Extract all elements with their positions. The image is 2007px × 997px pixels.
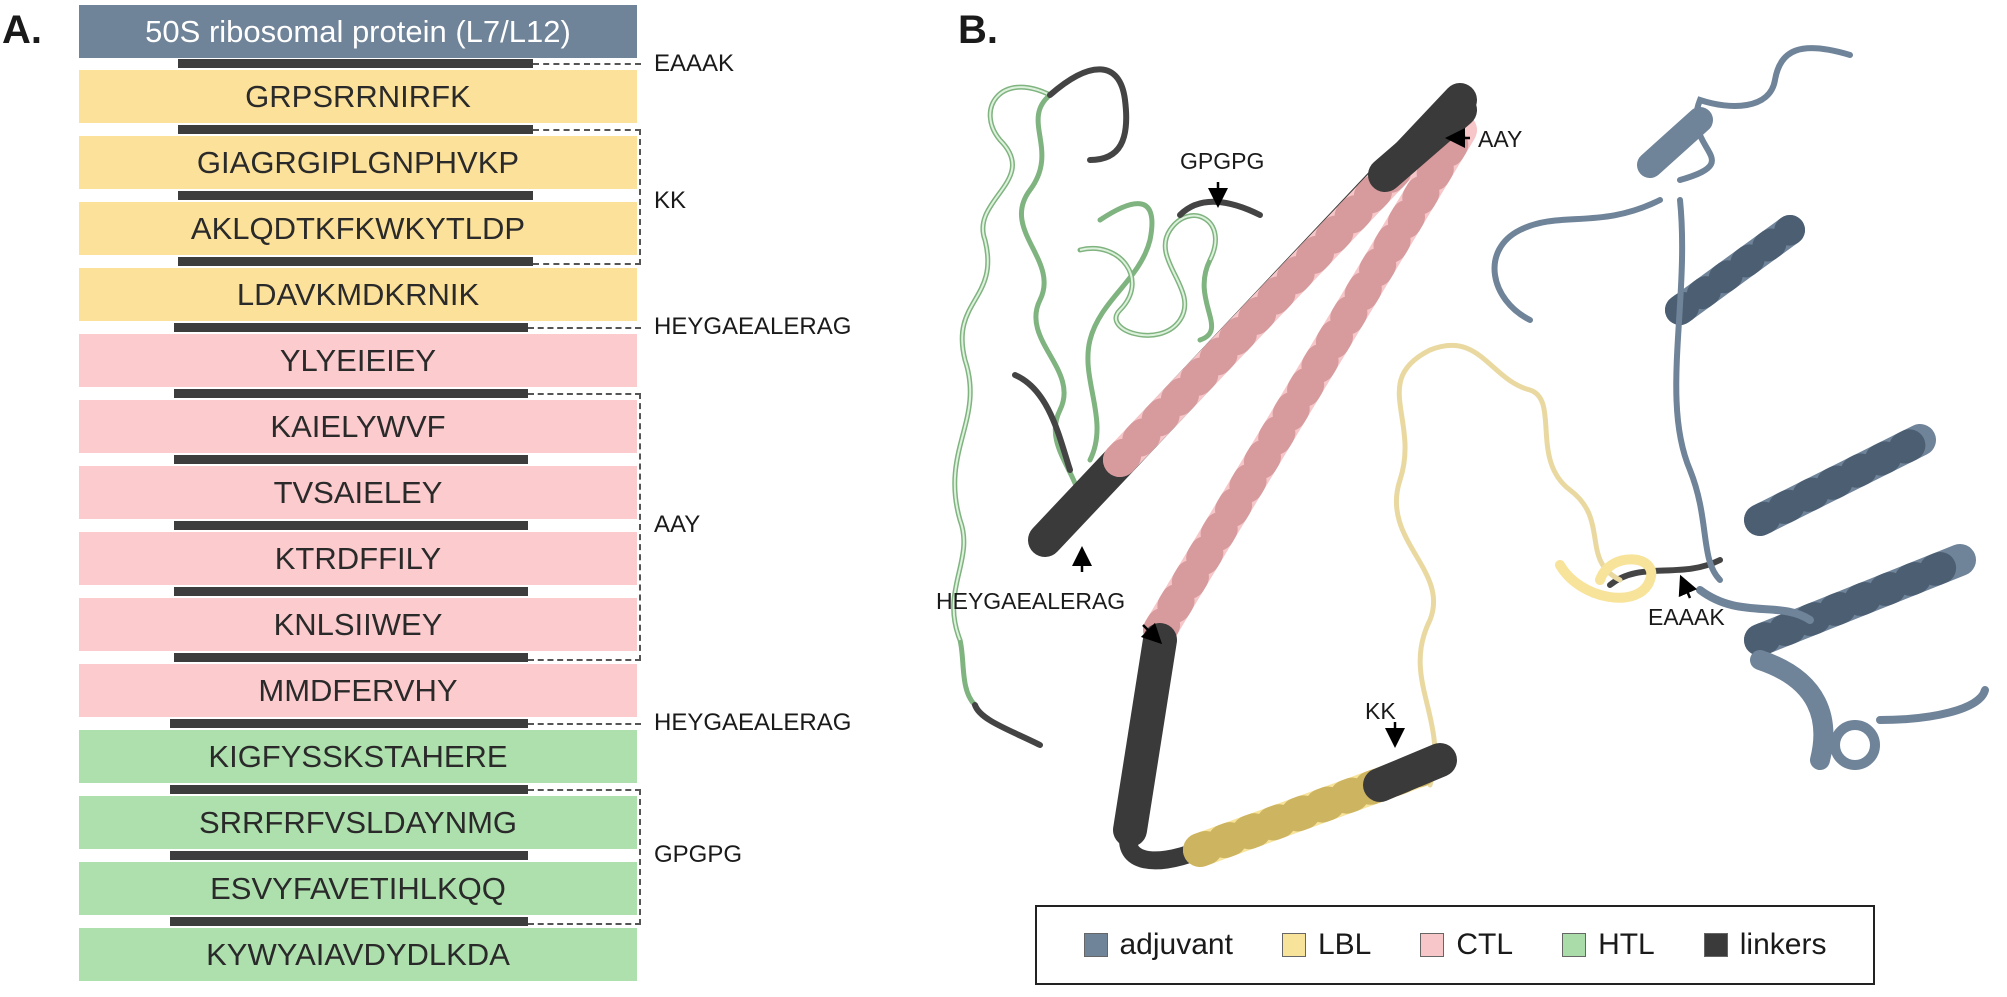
- legend-item-adjuvant: adjuvant: [1083, 928, 1233, 962]
- linker-bar-aay-3: [174, 521, 528, 530]
- legend-label-lbl: LBL: [1317, 928, 1372, 961]
- linker-label-heygaealerag-1: HEYGAEALERAG: [654, 313, 852, 340]
- lbl-region: [1183, 342, 1657, 867]
- legend-item-lbl: LBL: [1281, 928, 1372, 962]
- legend-swatch-lbl: [1281, 933, 1306, 957]
- legend-item-ctl: CTL: [1420, 928, 1513, 962]
- adjuvant-structure: [1491, 45, 1989, 770]
- connector-heygaealerag-2: [528, 723, 641, 725]
- connector-eaaak: [533, 63, 641, 65]
- annotation-arrows: [1072, 128, 1698, 748]
- block-htl-3: ESVYFAVETIHLKQQ: [79, 862, 637, 915]
- block-ctl-2: KAIELYWVF: [79, 400, 637, 453]
- legend-item-linkers: linkers: [1703, 928, 1827, 962]
- block-ctl-6: MMDFERVHY: [79, 664, 637, 717]
- linker-label-eaaak: EAAAK: [654, 50, 735, 77]
- linker-bar-kk-2: [178, 191, 533, 200]
- htl-coil-inner: [952, 86, 1217, 641]
- linker-bar-heygaealerag-1: [174, 323, 528, 332]
- legend-swatch-adjuvant: [1083, 933, 1108, 957]
- linker-bar-kk-1: [178, 125, 533, 134]
- bracket-aay: [528, 393, 641, 661]
- block-lbl-3: AKLQDTKFKWKYTLDP: [79, 202, 637, 255]
- linker-bar-eaaak: [178, 59, 533, 68]
- linker-bar-heygaealerag-2: [170, 719, 528, 728]
- annotation-gpgpg: GPGPG: [1180, 148, 1265, 174]
- block-lbl-1: GRPSRRNIRFK: [79, 70, 637, 123]
- block-ctl-1: YLYEIEIEY: [79, 334, 637, 387]
- linker-bar-kk-3: [178, 257, 533, 266]
- linker-bar-gpgpg-3: [170, 917, 528, 926]
- bracket-gpgpg: [528, 789, 641, 925]
- block-htl-1: KIGFYSSKSTAHERE: [79, 730, 637, 783]
- linker-bar-aay-4: [174, 587, 528, 596]
- annotation-eaaak: EAAAK: [1648, 604, 1725, 630]
- legend-item-htl: HTL: [1562, 928, 1655, 962]
- block-lbl-4: LDAVKMDKRNIK: [79, 268, 637, 321]
- linker-bar-aay-1: [174, 389, 528, 398]
- linker-label-aay: AAY: [654, 511, 701, 538]
- linker-bar-gpgpg-2: [170, 851, 528, 860]
- connector-heygaealerag-1: [528, 327, 641, 329]
- block-htl-4: KYWYAIAVDYDLKDA: [79, 928, 637, 981]
- block-ctl-3: TVSAIELEY: [79, 466, 637, 519]
- block-adjuvant: 50S ribosomal protein (L7/L12): [79, 5, 637, 58]
- legend-swatch-ctl: [1420, 933, 1445, 957]
- linker-bar-aay-5: [174, 653, 528, 662]
- legend-label-htl: HTL: [1598, 928, 1655, 961]
- ctl-helix: [1028, 83, 1477, 870]
- linker-label-gpgpg: GPGPG: [654, 841, 743, 868]
- legend-label-ctl: CTL: [1456, 928, 1514, 961]
- annotation-heygaealerag: HEYGAEALERAG: [936, 588, 1126, 614]
- block-htl-2: SRRFRFVSLDAYNMG: [79, 796, 637, 849]
- linker-label-heygaealerag-2: HEYGAEALERAG: [654, 709, 852, 736]
- annotation-kk: KK: [1365, 698, 1396, 724]
- linker-bar-aay-2: [174, 455, 528, 464]
- linker-bar-gpgpg-1: [170, 785, 528, 794]
- panel-b-label: B.: [958, 8, 998, 52]
- panel-a-label: A.: [2, 8, 42, 52]
- block-lbl-2: GIAGRGIPLGNPHVKP: [79, 136, 637, 189]
- linker-coils: [972, 66, 1723, 748]
- legend-label-linkers: linkers: [1739, 928, 1827, 961]
- legend-label-adjuvant: adjuvant: [1119, 928, 1233, 961]
- block-ctl-5: KNLSIIWEY: [79, 598, 637, 651]
- legend-swatch-linkers: [1703, 933, 1728, 957]
- legend-swatch-htl: [1562, 933, 1587, 957]
- linker-label-kk: KK: [654, 187, 687, 214]
- block-ctl-4: KTRDFFILY: [79, 532, 637, 585]
- legend: adjuvant LBL CTL HTL linkers: [1035, 905, 1875, 985]
- bracket-kk: [533, 129, 641, 265]
- annotation-aay: AAY: [1478, 126, 1523, 152]
